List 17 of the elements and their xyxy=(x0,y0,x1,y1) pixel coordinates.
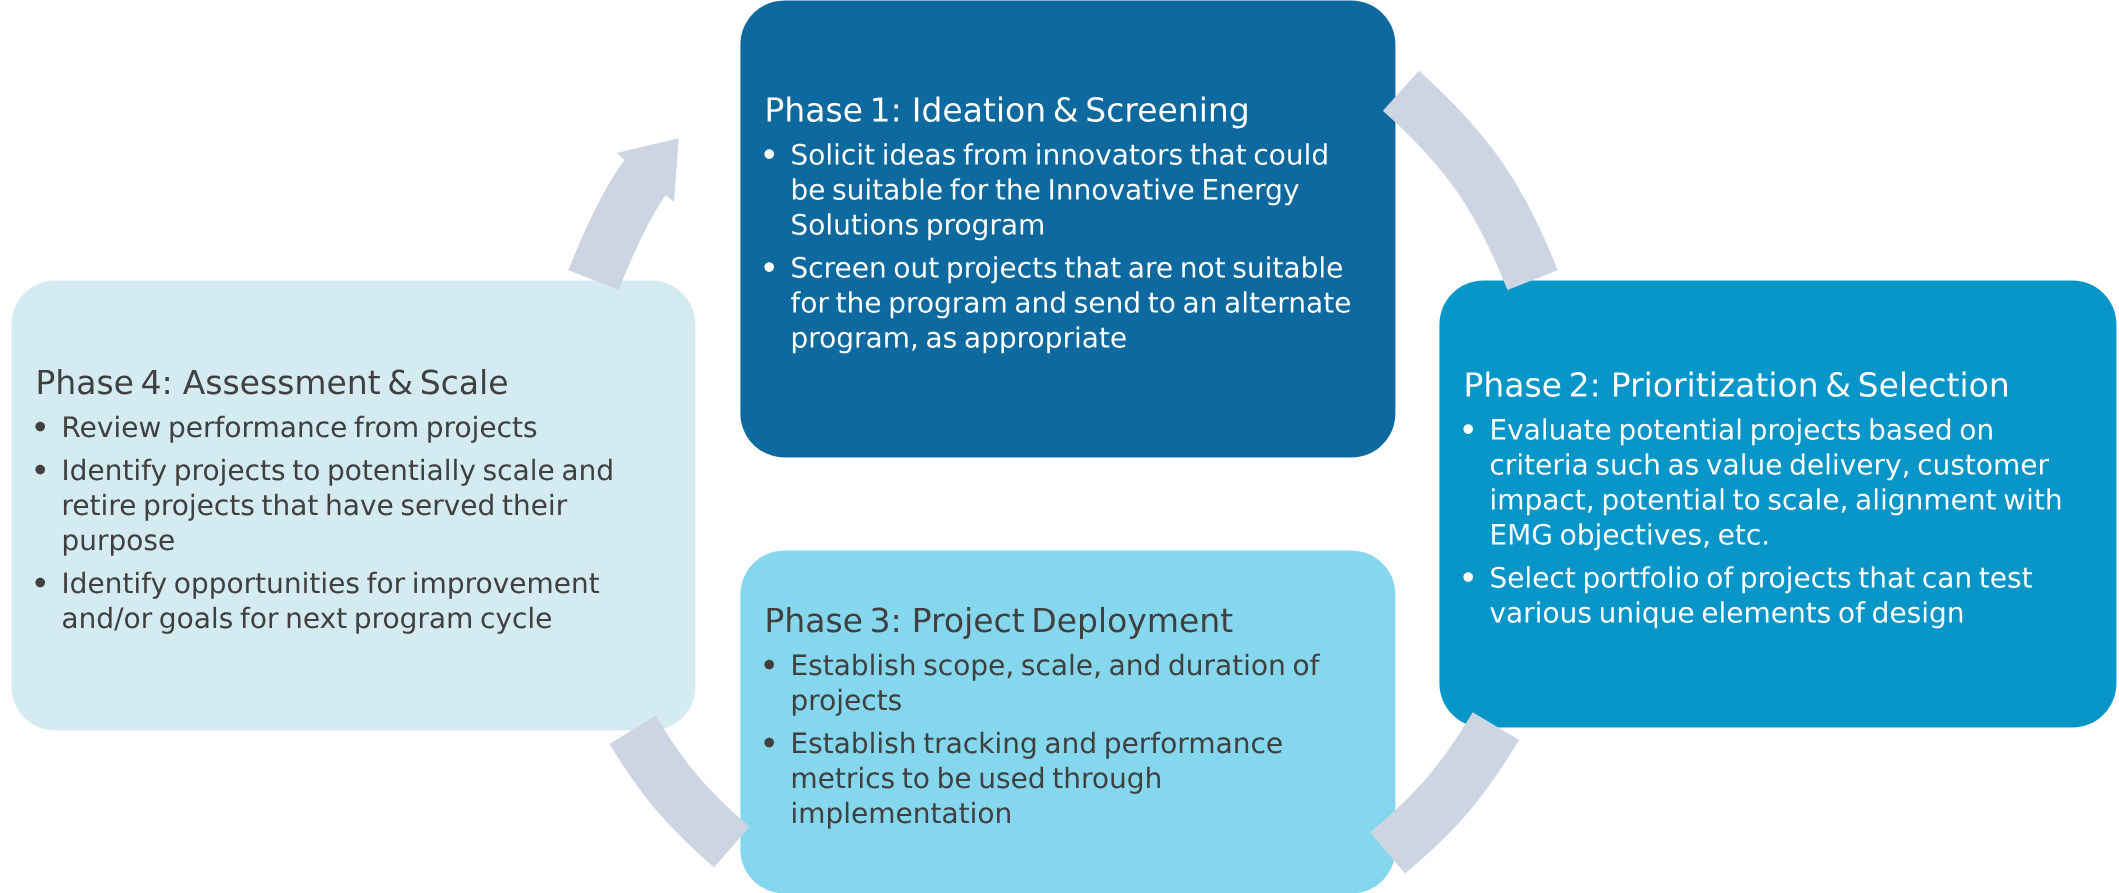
bullet-item: Establish tracking and performance metrics to be used through implementation xyxy=(764,731,1282,829)
phase-heading: Phase 4: Assessment & Scale xyxy=(38,368,507,395)
phase-heading: Phase 3: Project Deployment xyxy=(767,606,1233,639)
phase-box xyxy=(740,550,1396,893)
bullet-item: Evaluate potential projects based on criteria such as value delivery, customer impact, potential to scale, alignment with EMG objectives, etc. xyxy=(1463,418,2061,551)
bullet-item: Solicit ideas from innovators that could be suitable for the Innovative Energy Solutions program xyxy=(764,143,1327,241)
bullet-item: Identify projects to potentially scale and retire projects that have served their purpose xyxy=(35,458,612,556)
phase-box xyxy=(740,0,1396,458)
bullet-item: Select portfolio of projects that can test various unique elements of design xyxy=(1463,566,2032,629)
bullet-item: Screen out projects that are not suitable for the program and send to an alternate program, as appropriate xyxy=(764,256,1350,354)
phase-heading: Phase 1: Ideation & Screening xyxy=(767,96,1247,129)
phase-box xyxy=(11,280,696,731)
bullet-item: Identify opportunities for improvement and/or goals for next program cycle xyxy=(35,571,599,634)
phase-heading: Phase 2: Prioritization & Selection xyxy=(1466,371,2007,397)
bullet-item: Review performance from projects xyxy=(35,415,537,443)
phase-box xyxy=(1439,280,2117,728)
bullet-item: Establish scope, scale, and duration of projects xyxy=(764,653,1320,716)
